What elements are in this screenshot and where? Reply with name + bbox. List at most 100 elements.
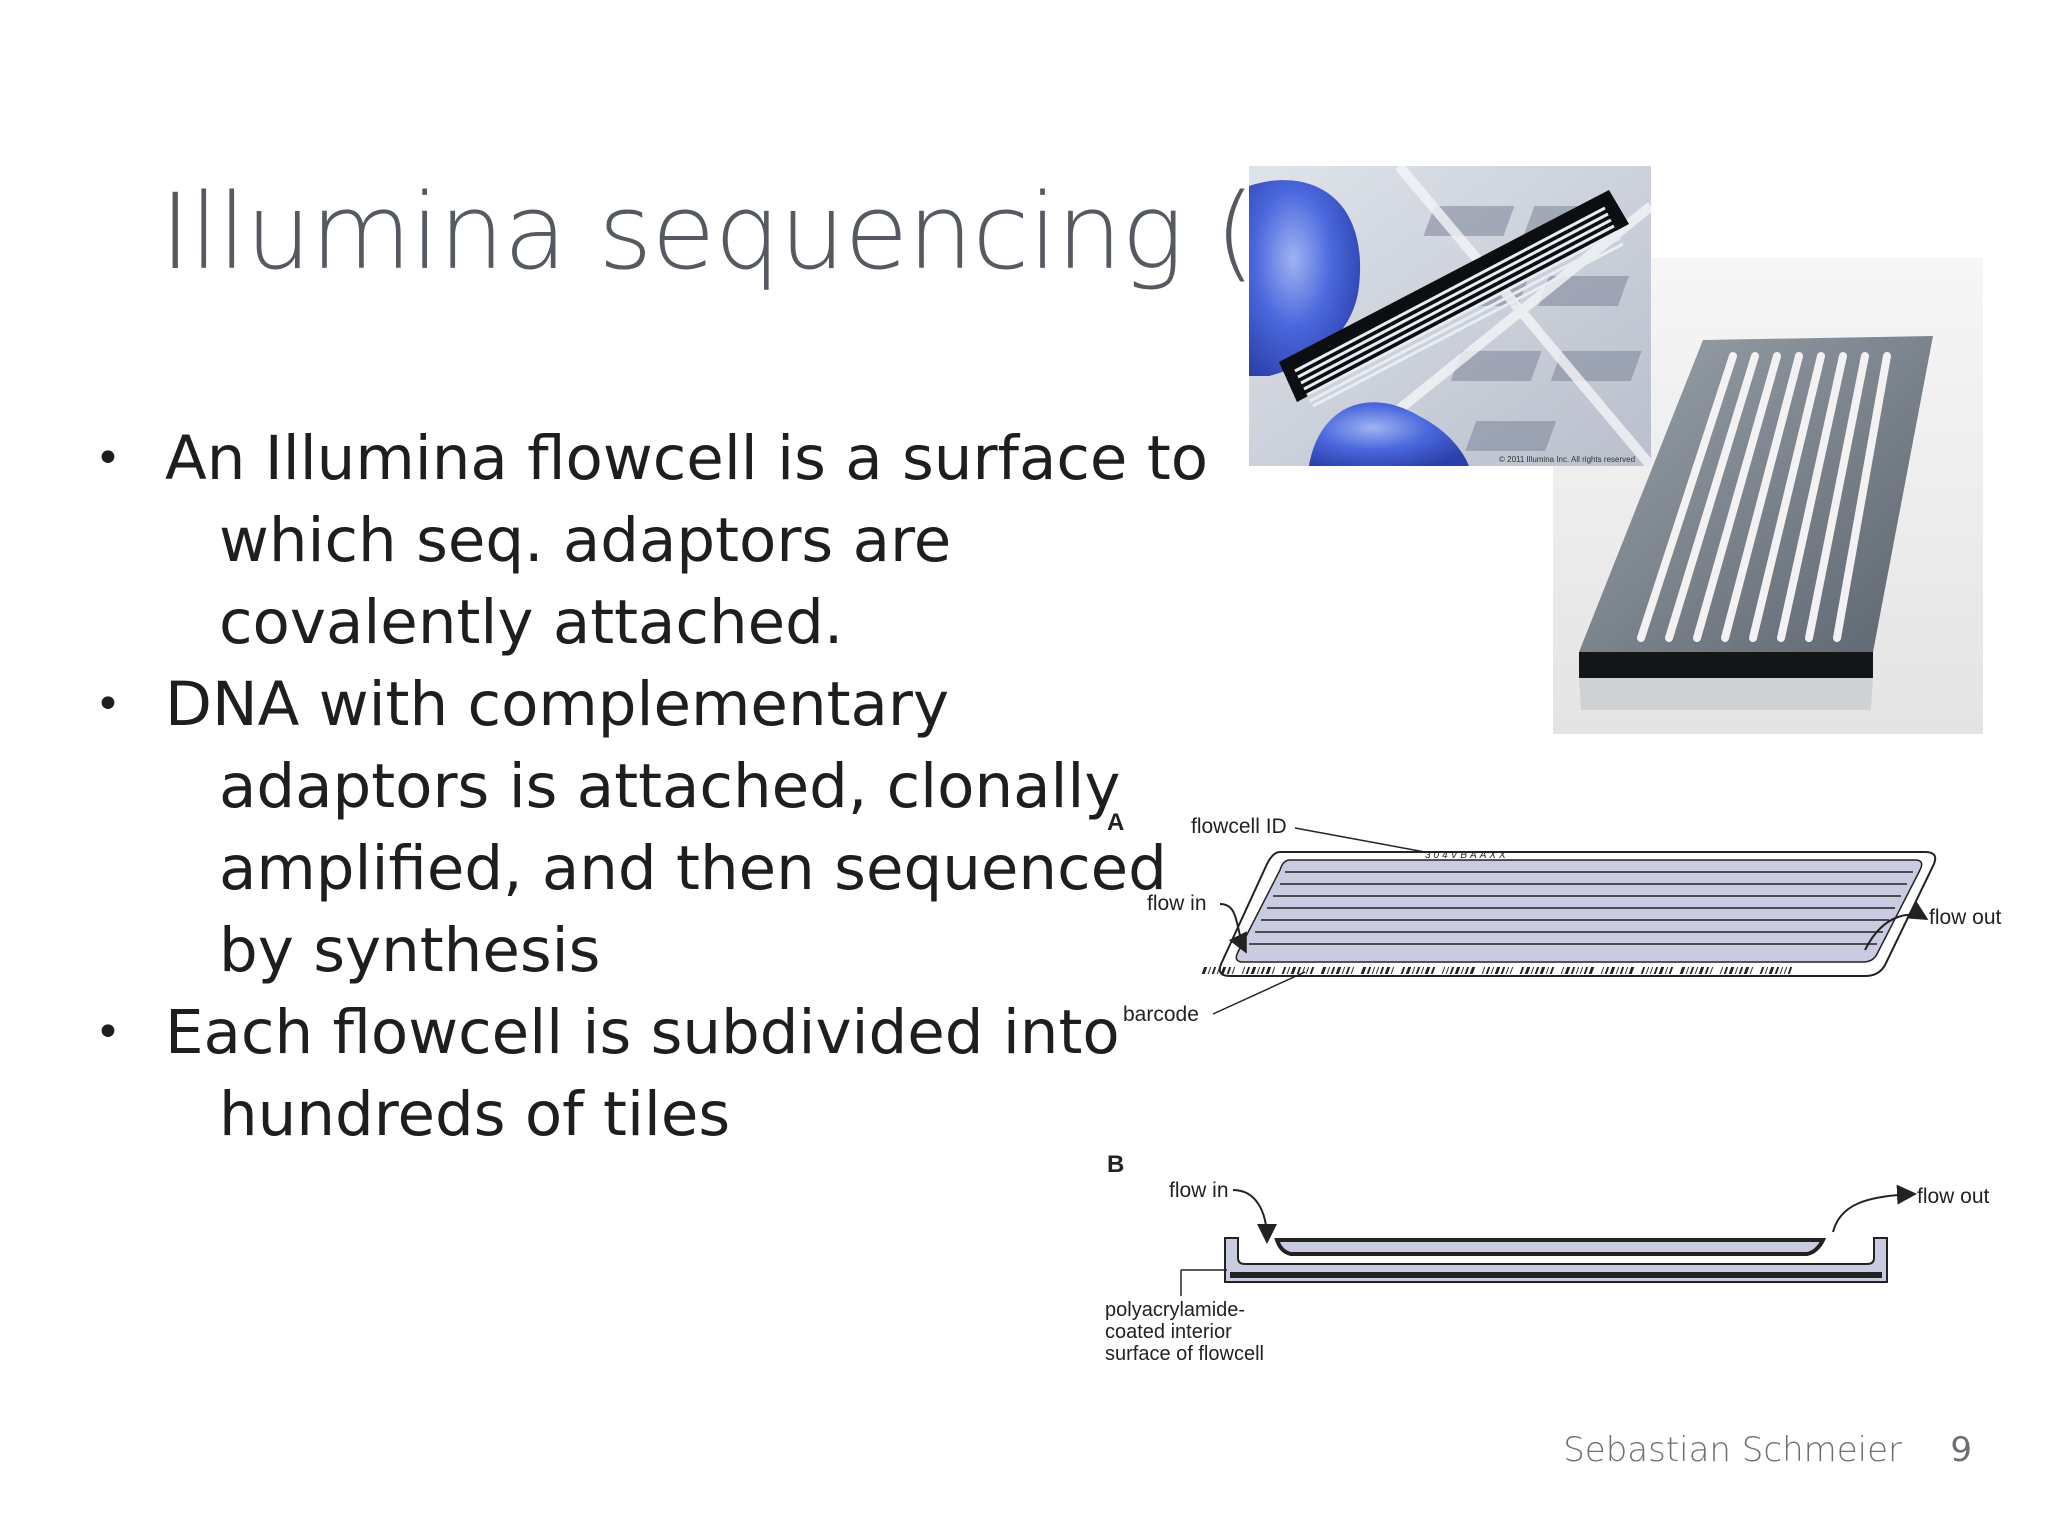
barcode-stripe bbox=[1570, 967, 1576, 974]
panel-b-letter: B bbox=[1107, 1151, 1124, 1178]
barcode-stripe bbox=[1689, 967, 1695, 974]
barcode-stripe bbox=[1281, 967, 1287, 974]
barcode-stripe bbox=[1411, 967, 1416, 974]
barcode-stripe bbox=[1494, 967, 1501, 974]
barcode-stripe bbox=[1545, 967, 1550, 974]
barcode-leader bbox=[1212, 971, 1306, 1015]
barcode-stripe bbox=[1286, 967, 1291, 974]
panel-a-flow-out-label: flow out bbox=[1929, 906, 2002, 929]
barcode-stripe bbox=[1250, 967, 1257, 974]
barcode-stripe bbox=[1685, 967, 1690, 974]
bullet-line: amplified, and then sequenced bbox=[219, 833, 1167, 904]
flow-out-arrow bbox=[1864, 901, 1929, 951]
barcode-stripe bbox=[1241, 967, 1246, 974]
flowcell-photo-hand: © 2011 Illumina Inc. All rights reserved bbox=[1249, 166, 1651, 466]
barcode-stripe bbox=[1664, 967, 1669, 974]
slide-title: Illumina sequencing (2) bbox=[160, 171, 1360, 293]
surface-label-line: polyacrylamide- bbox=[1105, 1299, 1245, 1321]
barcode-stripe bbox=[1460, 967, 1465, 974]
barcode-stripe bbox=[1728, 967, 1735, 974]
barcode-stripe bbox=[1296, 967, 1302, 974]
barcode-stripe bbox=[1509, 967, 1514, 974]
barcode-stripe bbox=[1560, 967, 1565, 974]
barcode-stripe bbox=[1709, 967, 1714, 974]
barcode-stripe bbox=[1575, 967, 1580, 974]
barcode-stripe bbox=[1749, 967, 1754, 974]
barcode-stripe bbox=[1379, 967, 1385, 974]
barcode-stripe bbox=[1384, 967, 1391, 974]
barcode-stripe bbox=[1640, 967, 1646, 974]
bullet-line: adaptors is attached, clonally bbox=[219, 751, 1121, 822]
barcode-stripe bbox=[1679, 967, 1686, 974]
barcode-stripe bbox=[1530, 967, 1535, 974]
barcode-stripe bbox=[1759, 967, 1765, 974]
barcode-stripe bbox=[1420, 967, 1425, 974]
barcode-stripe bbox=[1290, 967, 1297, 974]
barcode-stripe bbox=[1615, 967, 1620, 974]
barcode-stripe bbox=[1519, 967, 1525, 974]
barcode-stripe bbox=[1787, 967, 1793, 974]
barcode-label: barcode bbox=[1123, 1003, 1199, 1026]
barcode-stripe bbox=[1490, 967, 1495, 974]
barcode bbox=[1201, 967, 1793, 974]
barcode-stripe bbox=[1768, 967, 1775, 974]
barcode-stripe bbox=[1341, 967, 1346, 974]
barcode-stripe bbox=[1579, 967, 1584, 974]
barcode-stripe bbox=[1738, 967, 1744, 974]
barcode-stripe bbox=[1783, 967, 1788, 974]
flowcell-cross-section bbox=[1224, 1237, 1888, 1283]
barcode-stripe bbox=[1441, 967, 1446, 974]
barcode-stripe bbox=[1469, 967, 1476, 974]
barcode-stripe bbox=[1534, 967, 1540, 974]
panel-a-letter: A bbox=[1107, 809, 1124, 836]
barcode-stripe bbox=[1216, 967, 1221, 974]
barcode-stripe bbox=[1774, 967, 1780, 974]
barcode-stripe bbox=[1653, 967, 1659, 974]
barcode-stripe bbox=[1371, 967, 1376, 974]
barcode-stripe bbox=[1301, 967, 1306, 974]
bullet-line: covalently attached. bbox=[219, 587, 844, 658]
barcode-stripe bbox=[1375, 967, 1380, 974]
bullet-list: • An Illumina flowcell is a surface to w… bbox=[95, 418, 1208, 1156]
panel-b-flow-in-arrow bbox=[1232, 1189, 1277, 1244]
barcode-stripe bbox=[1604, 967, 1610, 974]
barcode-stripe bbox=[1549, 967, 1555, 974]
barcode-stripe bbox=[1619, 967, 1625, 974]
bullet-line: by synthesis bbox=[219, 915, 601, 986]
barcode-stripe bbox=[1366, 967, 1372, 974]
surface-label-line: surface of flowcell bbox=[1105, 1343, 1264, 1365]
barcode-stripe bbox=[1256, 967, 1261, 974]
barcode-stripe bbox=[1694, 967, 1699, 974]
bullet-line: hundreds of tiles bbox=[219, 1079, 731, 1150]
barcode-stripe bbox=[1449, 967, 1455, 974]
flowcell-id-label: flowcell ID bbox=[1191, 815, 1287, 838]
barcode-stripe bbox=[1360, 967, 1367, 974]
bullet-dot: • bbox=[95, 1007, 121, 1058]
barcode-stripe bbox=[1734, 967, 1739, 974]
bullet-item: • Each flowcell is subdivided into hundr… bbox=[95, 992, 1155, 1156]
panel-b-flow-out-arrow bbox=[1832, 1184, 1917, 1233]
barcode-stripe bbox=[1309, 967, 1315, 974]
bullet-dot: • bbox=[95, 433, 121, 484]
barcode-stripe bbox=[1265, 967, 1272, 974]
barcode-stripe bbox=[1481, 967, 1486, 974]
bullet-item: • An Illumina flowcell is a surface to w… bbox=[95, 418, 1208, 664]
barcode-stripe bbox=[1539, 967, 1546, 974]
barcode-stripe bbox=[1207, 967, 1212, 974]
barcode-stripe bbox=[1390, 967, 1395, 974]
barcode-stripe bbox=[1245, 967, 1251, 974]
barcode-stripe bbox=[1400, 967, 1406, 974]
barcode-stripe bbox=[1624, 967, 1629, 974]
barcode-stripe bbox=[1628, 967, 1635, 974]
barcode-stripe bbox=[1211, 967, 1217, 974]
barcode-stripe bbox=[1326, 967, 1331, 974]
barcode-stripe bbox=[1645, 967, 1650, 974]
barcode-stripe bbox=[1345, 967, 1351, 974]
barcode-stripe bbox=[1330, 967, 1336, 974]
barcode-stripe bbox=[1220, 967, 1227, 974]
barcode-stripe bbox=[1320, 967, 1327, 974]
barcode-stripe bbox=[1719, 967, 1724, 974]
barcode-stripe bbox=[1564, 967, 1571, 974]
barcode-stripe bbox=[1698, 967, 1705, 974]
